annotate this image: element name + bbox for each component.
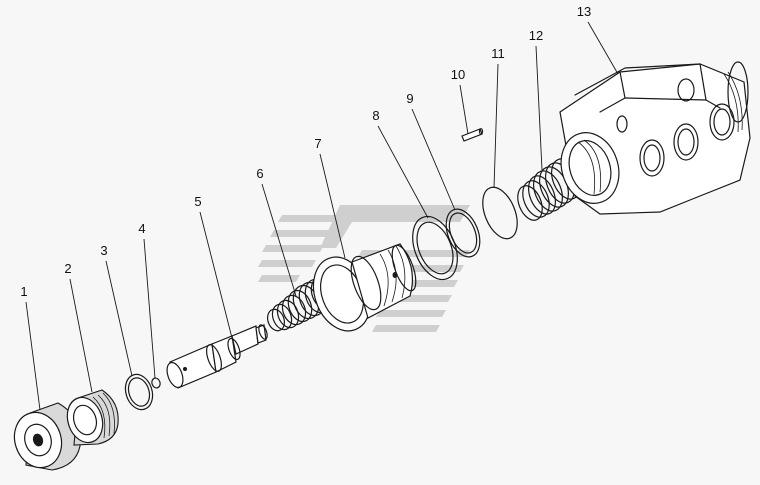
callout-5: 5: [194, 194, 233, 339]
svg-text:1: 1: [20, 284, 27, 299]
part-5-plunger: [166, 324, 268, 389]
svg-text:8: 8: [372, 108, 379, 123]
part-9-o-ring: [445, 208, 481, 258]
svg-text:4: 4: [138, 221, 145, 236]
callout-12: 12: [529, 28, 543, 171]
part-4-small-ring: [151, 377, 161, 389]
callout-3: 3: [100, 243, 133, 377]
callout-10: 10: [451, 67, 469, 135]
callout-6: 6: [256, 166, 297, 297]
svg-text:5: 5: [194, 194, 201, 209]
svg-text:11: 11: [491, 46, 505, 61]
part-13-housing: [559, 61, 751, 215]
part-11-retaining-ring: [482, 186, 518, 240]
callout-13: 13: [577, 4, 619, 75]
part-1-end-cap: [13, 402, 82, 471]
svg-text:7: 7: [314, 136, 321, 151]
svg-text:3: 3: [100, 243, 107, 258]
svg-text:9: 9: [406, 91, 413, 106]
callout-1: 1: [20, 284, 41, 411]
svg-text:13: 13: [577, 4, 591, 19]
part-2-threaded-bushing: [66, 389, 119, 446]
svg-text:2: 2: [64, 261, 71, 276]
callout-8: 8: [372, 108, 429, 219]
callout-9: 9: [406, 91, 456, 211]
part-10-pin: [461, 128, 484, 142]
part-7-valve-piston: [312, 243, 417, 332]
callout-2: 2: [64, 261, 93, 393]
callout-11: 11: [491, 46, 505, 189]
svg-text:10: 10: [451, 67, 465, 82]
callout-7: 7: [314, 136, 346, 259]
part-3-o-ring: [124, 373, 154, 411]
svg-text:12: 12: [529, 28, 543, 43]
callout-4: 4: [138, 221, 156, 379]
part-12-spring: [517, 158, 581, 221]
svg-text:6: 6: [256, 166, 263, 181]
